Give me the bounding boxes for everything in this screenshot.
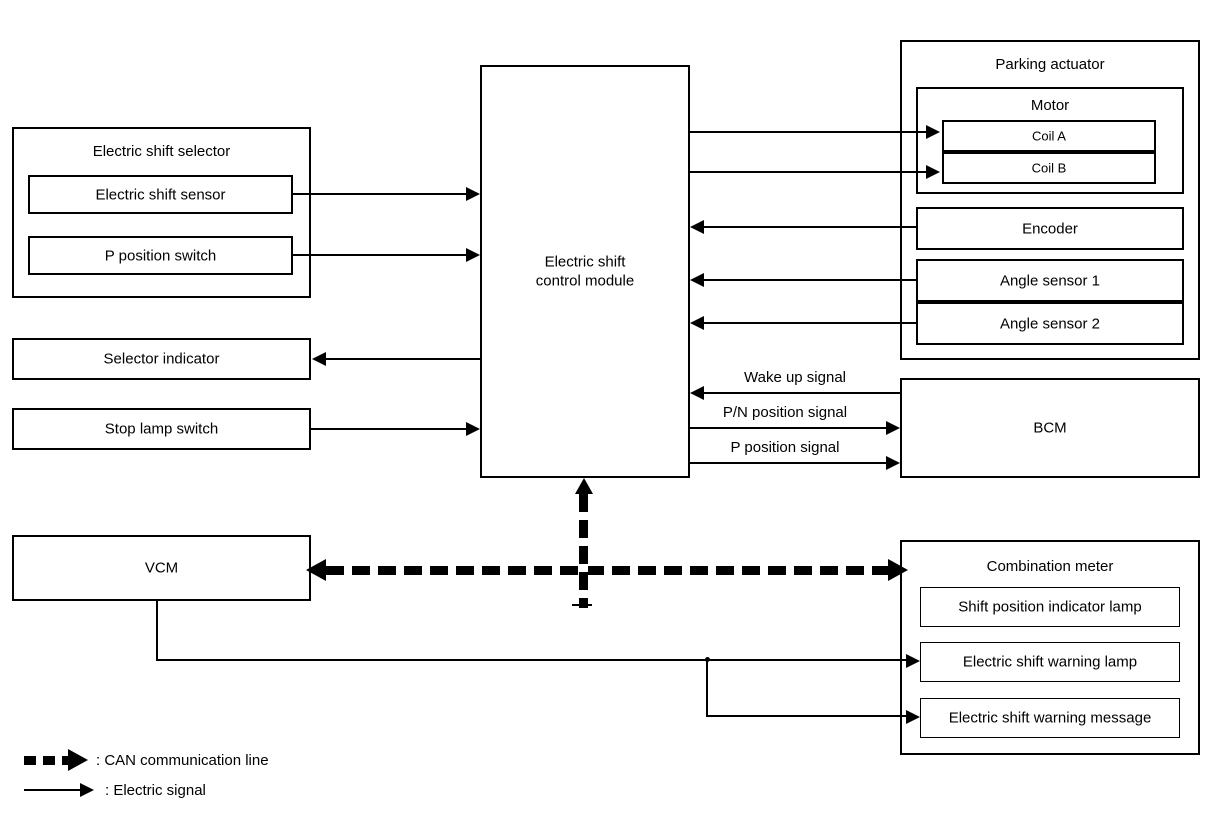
block-p-position-switch[interactable]: P position switch — [28, 236, 293, 275]
line-branch-to-warning-message — [706, 715, 906, 717]
arrowhead-module-pn-position-signal — [886, 421, 900, 435]
parking-actuator-title: Parking actuator — [995, 56, 1105, 73]
block-electric-shift-control-module[interactable]: Electric shift control module — [480, 65, 690, 478]
control-module-label-line2: control module — [535, 272, 635, 290]
angle-sensor-2-label: Angle sensor 2 — [999, 315, 1101, 332]
line-vcm-to-warning-lamp — [156, 659, 906, 661]
label-wake-up-signal: Wake up signal — [744, 369, 846, 386]
can-bus-horizontal — [326, 566, 888, 575]
block-electric-shift-warning-message[interactable]: Electric shift warning message — [920, 698, 1180, 738]
legend-signal-line-icon — [24, 789, 82, 791]
legend-can-arrowhead-icon — [68, 749, 88, 771]
block-coil-a[interactable]: Coil A — [942, 120, 1156, 152]
line-shift-sensor-to-module — [293, 193, 467, 195]
arrowhead-vcm-to-warning-lamp — [906, 654, 920, 668]
legend-can-text: : CAN communication line — [96, 752, 269, 769]
arrowhead-module-p-position-signal — [886, 456, 900, 470]
arrowhead-encoder-to-module — [690, 220, 704, 234]
arrowhead-shift-sensor-to-module — [466, 187, 480, 201]
can-bus-vertical — [579, 494, 588, 608]
bcm-label: BCM — [1033, 419, 1067, 437]
arrowhead-bcm-wake-up-signal — [690, 386, 704, 400]
label-pn-position-signal: P/N position signal — [722, 404, 848, 421]
arrowhead-stop-lamp-switch-to-module — [466, 422, 480, 436]
arrowhead-can-bus-to-control-module — [575, 478, 593, 494]
block-angle-sensor-2[interactable]: Angle sensor 2 — [916, 302, 1184, 345]
block-shift-position-indicator-lamp[interactable]: Shift position indicator lamp — [920, 587, 1180, 627]
arrowhead-module-to-coil-a — [926, 125, 940, 139]
arrowhead-vcm-to-warning-message — [906, 710, 920, 724]
line-stop-lamp-switch-to-module — [311, 428, 467, 430]
electric-shift-selector-title: Electric shift selector — [92, 143, 231, 160]
line-module-p-position-signal — [690, 462, 886, 464]
angle-sensor-1-label: Angle sensor 1 — [999, 272, 1101, 289]
motor-title: Motor — [1030, 97, 1070, 114]
combination-meter-title: Combination meter — [986, 558, 1114, 575]
arrowhead-can-bus-to-combination-meter — [888, 559, 908, 581]
block-vcm[interactable]: VCM — [12, 535, 311, 601]
control-module-label: Electric shift control module — [482, 252, 688, 291]
arrowhead-module-to-coil-b — [926, 165, 940, 179]
legend-signal-text: : Electric signal — [105, 782, 206, 799]
block-coil-b[interactable]: Coil B — [942, 152, 1156, 184]
line-p-position-switch-to-module — [293, 254, 467, 256]
legend-signal-arrowhead-icon — [80, 783, 94, 797]
line-module-to-selector-indicator — [326, 358, 480, 360]
selector-indicator-label: Selector indicator — [103, 350, 220, 368]
line-angle-sensor-1-to-module — [704, 279, 916, 281]
junction-dot-warning-branch — [705, 657, 710, 662]
line-encoder-to-module — [704, 226, 916, 228]
can-bus-stub-foot — [572, 604, 592, 606]
electric-shift-sensor-label: Electric shift sensor — [95, 186, 226, 203]
block-bcm[interactable]: BCM — [900, 378, 1200, 478]
block-electric-shift-warning-lamp[interactable]: Electric shift warning lamp — [920, 642, 1180, 682]
arrowhead-module-to-selector-indicator — [312, 352, 326, 366]
line-vcm-drop — [156, 601, 158, 661]
line-module-to-coil-a — [690, 131, 928, 133]
control-module-label-line1: Electric shift — [544, 253, 626, 270]
block-selector-indicator[interactable]: Selector indicator — [12, 338, 311, 380]
line-angle-sensor-2-to-module — [704, 322, 916, 324]
block-angle-sensor-1[interactable]: Angle sensor 1 — [916, 259, 1184, 302]
stop-lamp-switch-label: Stop lamp switch — [104, 420, 219, 438]
block-stop-lamp-switch[interactable]: Stop lamp switch — [12, 408, 311, 450]
electric-shift-warning-message-label: Electric shift warning message — [948, 709, 1152, 727]
encoder-label: Encoder — [1022, 220, 1078, 237]
p-position-switch-label: P position switch — [104, 247, 217, 264]
block-encoder[interactable]: Encoder — [916, 207, 1184, 250]
arrowhead-p-position-switch-to-module — [466, 248, 480, 262]
block-electric-shift-sensor[interactable]: Electric shift sensor — [28, 175, 293, 214]
coil-a-label: Coil A — [1032, 128, 1066, 144]
arrowhead-angle-sensor-2-to-module — [690, 316, 704, 330]
line-warning-message-branch-drop — [706, 659, 708, 716]
vcm-label: VCM — [144, 559, 179, 577]
arrowhead-can-bus-to-vcm — [306, 559, 326, 581]
line-bcm-wake-up-signal — [704, 392, 900, 394]
line-module-pn-position-signal — [690, 427, 886, 429]
arrowhead-angle-sensor-1-to-module — [690, 273, 704, 287]
legend-can-line-icon — [24, 756, 70, 765]
shift-position-indicator-lamp-label: Shift position indicator lamp — [958, 598, 1142, 616]
line-module-to-coil-b — [690, 171, 928, 173]
electric-shift-warning-lamp-label: Electric shift warning lamp — [962, 653, 1138, 671]
label-p-position-signal: P position signal — [730, 439, 840, 456]
coil-b-label: Coil B — [1031, 160, 1067, 176]
